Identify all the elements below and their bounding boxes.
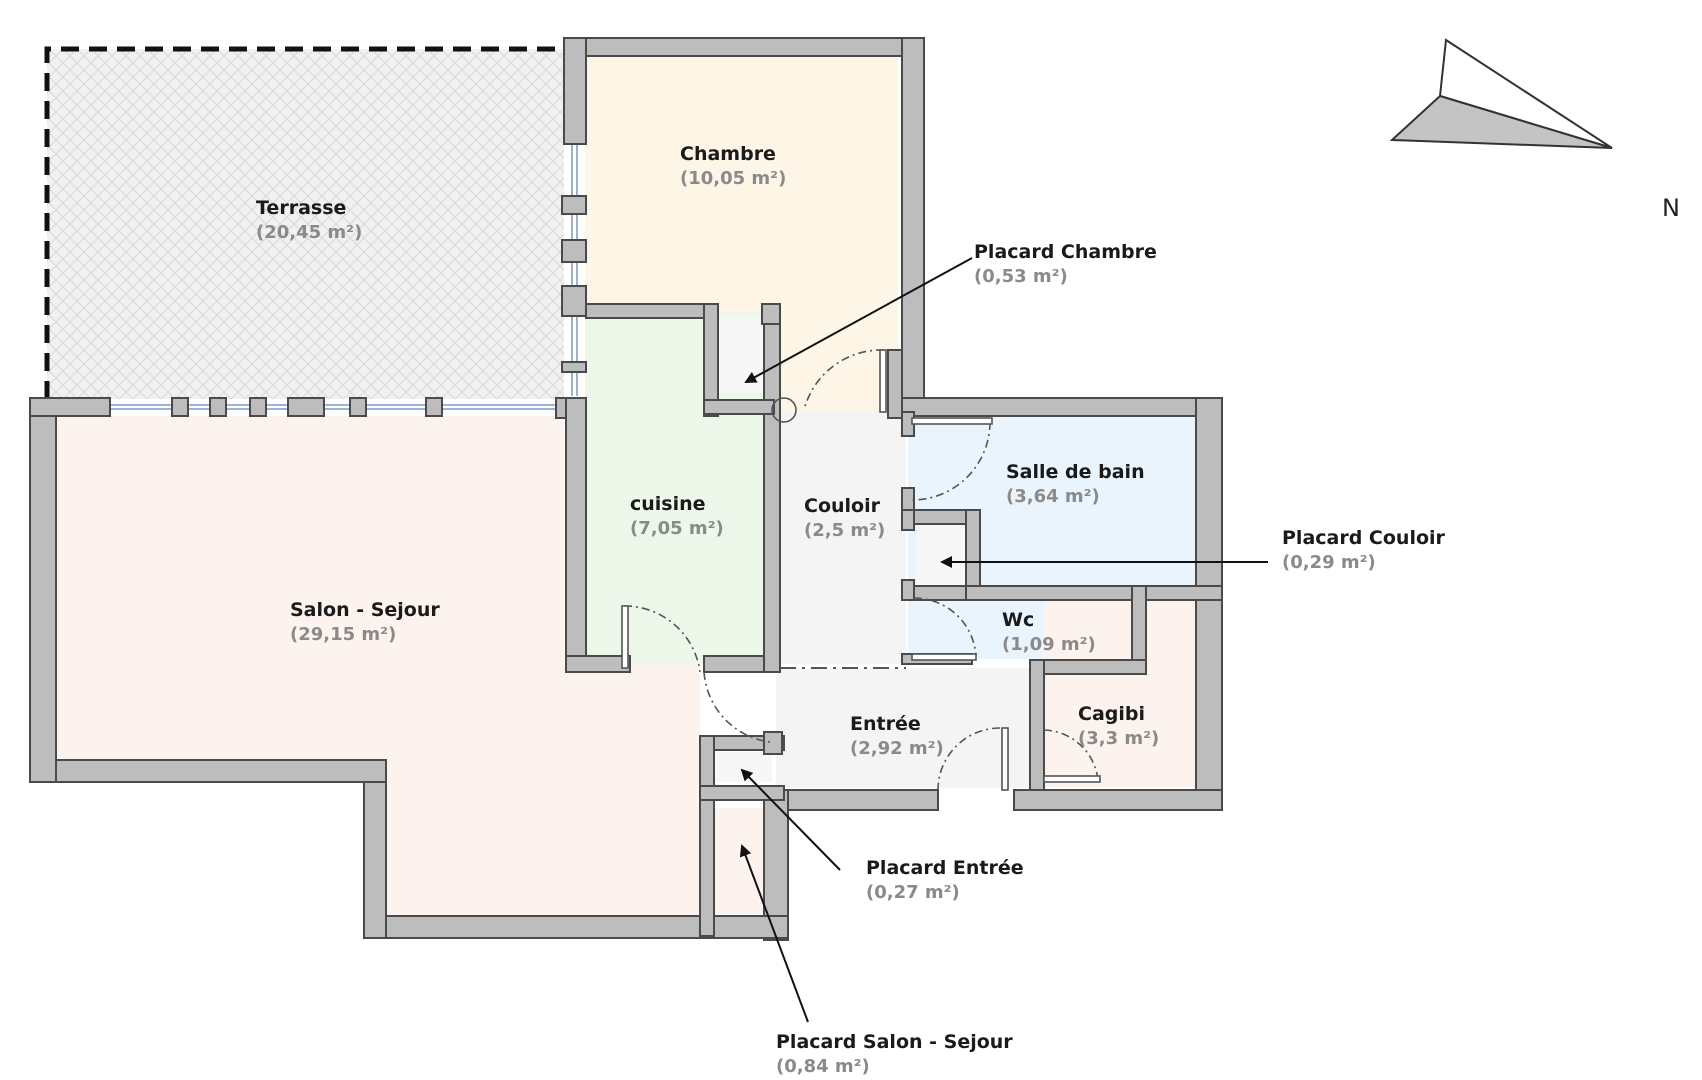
room-labels: Terrasse (20,45 m²) Chambre (10,05 m²) c… xyxy=(256,143,1159,759)
room-area-salle-de-bain: (3,64 m²) xyxy=(1006,486,1100,507)
placard-entree-floor xyxy=(714,752,772,782)
placard-couloir-floor xyxy=(916,525,966,585)
cagibi-floor xyxy=(1044,595,1196,787)
callout-name-placard-entree: Placard Entrée xyxy=(866,857,1024,879)
callout-area-placard-salon: (0,84 m²) xyxy=(776,1056,870,1077)
leader-placard-chambre xyxy=(744,257,973,383)
callout-labels: Placard Chambre (0,53 m²) Placard Couloi… xyxy=(776,241,1446,1077)
room-name-cagibi: Cagibi xyxy=(1078,703,1145,725)
room-area-terrasse: (20,45 m²) xyxy=(256,222,362,243)
room-area-cuisine: (7,05 m²) xyxy=(630,518,724,539)
callout-area-placard-entree: (0,27 m²) xyxy=(866,882,960,903)
room-area-salon: (29,15 m²) xyxy=(290,624,396,645)
callout-name-placard-chambre: Placard Chambre xyxy=(974,241,1157,263)
callout-name-placard-couloir: Placard Couloir xyxy=(1282,527,1446,549)
entree-floor xyxy=(776,668,1032,788)
placard-salon-floor xyxy=(714,808,772,914)
room-area-couloir: (2,5 m²) xyxy=(804,520,885,541)
placard-chambre-floor xyxy=(713,317,766,393)
room-name-terrasse: Terrasse xyxy=(256,197,346,219)
doors xyxy=(621,349,1101,791)
terrasse-floor xyxy=(47,49,564,399)
room-name-salle-de-bain: Salle de bain xyxy=(1006,461,1145,483)
walls xyxy=(29,37,1223,941)
room-floors xyxy=(47,49,1196,916)
callout-leaders xyxy=(739,257,1268,1023)
couloir-floor xyxy=(776,412,906,664)
room-name-salon: Salon - Sejour xyxy=(290,599,440,621)
callout-name-placard-salon: Placard Salon - Sejour xyxy=(776,1031,1013,1053)
room-area-entree: (2,92 m²) xyxy=(850,738,944,759)
compass-north-label: N xyxy=(1662,194,1680,222)
room-area-cagibi: (3,3 m²) xyxy=(1078,728,1159,749)
room-name-entree: Entrée xyxy=(850,713,921,735)
leader-placard-salon xyxy=(739,844,809,1023)
room-name-cuisine: cuisine xyxy=(630,493,706,515)
room-area-chambre: (10,05 m²) xyxy=(680,168,786,189)
room-name-chambre: Chambre xyxy=(680,143,776,165)
room-name-wc: Wc xyxy=(1002,609,1034,631)
salon-floor xyxy=(56,416,700,916)
callout-area-placard-chambre: (0,53 m²) xyxy=(974,266,1068,287)
room-name-couloir: Couloir xyxy=(804,495,881,517)
compass-arrow-icon xyxy=(1389,38,1613,149)
room-area-wc: (1,09 m²) xyxy=(1002,634,1096,655)
leader-placard-entree xyxy=(740,768,841,871)
callout-area-placard-couloir: (0,29 m²) xyxy=(1282,552,1376,573)
terrasse-boundary xyxy=(44,46,564,399)
